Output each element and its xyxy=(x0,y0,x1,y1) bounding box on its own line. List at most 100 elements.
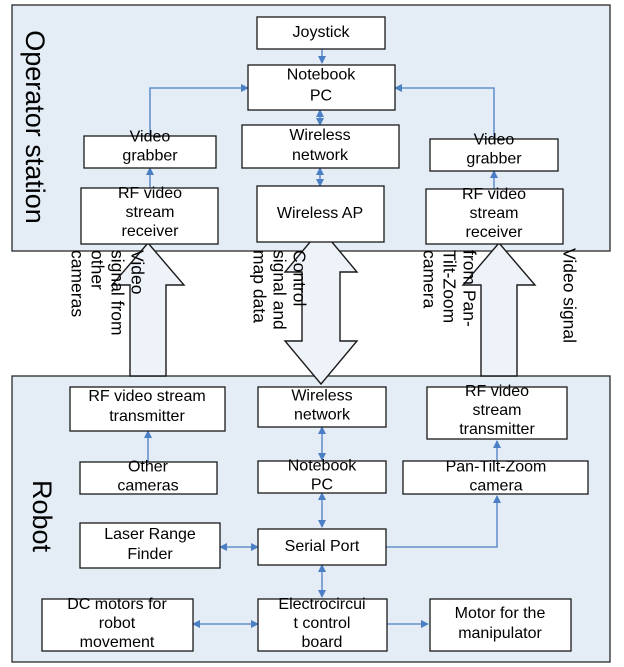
serial-port-label: Serial Port xyxy=(285,538,360,555)
robot-wireless-network-box xyxy=(257,386,387,428)
grabber-left-to-pc-arrow xyxy=(149,84,249,136)
label-line: Motor for the xyxy=(455,605,546,622)
wireless-ap-box xyxy=(256,185,385,243)
label-line: RF video xyxy=(118,185,182,202)
link-label-line: Control xyxy=(289,250,309,306)
control-board-label: Electrocircui t control board xyxy=(278,596,365,651)
dc-motors-box xyxy=(41,598,194,652)
label-line: Pan-Tilt-Zoom xyxy=(446,459,547,476)
label-line: PC xyxy=(310,88,332,105)
manipulator-motor-label: Motor for the manipulator xyxy=(455,605,546,642)
label-line: Notebook xyxy=(288,458,357,475)
serial-to-ptz-arrow xyxy=(386,495,501,548)
label-line: manipulator xyxy=(458,625,542,642)
link-label-right-outer: Video signal xyxy=(559,248,579,343)
other-cameras-box xyxy=(79,461,218,495)
other-cameras-label: Other cameras xyxy=(117,459,178,495)
label-line: network xyxy=(292,147,349,164)
video-grabber-right-label: Video grabber xyxy=(466,132,522,168)
video-uplink-right-arrow xyxy=(461,241,537,377)
label-line: Laser Range xyxy=(104,526,196,543)
control-link-double-arrow xyxy=(283,227,359,386)
grabber-right-to-pc-arrow xyxy=(394,84,495,139)
wireless-network-box xyxy=(241,124,400,169)
label-line: transmitter xyxy=(109,408,185,425)
link-label-line: Video signal xyxy=(559,248,579,343)
wireless-ap-label: Wireless AP xyxy=(277,205,363,222)
label-line: stream xyxy=(473,402,522,419)
video-uplink-left-arrow xyxy=(110,241,186,377)
rf-receiver-right-label: RF video stream receiver xyxy=(462,186,526,241)
label-line: receiver xyxy=(122,223,180,240)
rf-transmitter-right-box xyxy=(426,386,568,440)
label-line: grabber xyxy=(122,148,178,165)
link-label-line: map data xyxy=(249,250,269,323)
link-label-line: camera xyxy=(419,250,439,309)
laser-range-finder-box xyxy=(79,522,221,569)
rf-transmitter-right-label: RF video stream transmitter xyxy=(459,383,535,438)
label-line: Notebook xyxy=(287,67,356,84)
link-label-line: from Pan- xyxy=(459,250,479,327)
joystick-box xyxy=(256,16,386,50)
label-line: Wireless AP xyxy=(277,205,363,222)
label-line: Joystick xyxy=(293,24,351,41)
ptz-camera-box xyxy=(402,460,589,495)
robot-wireless-network-label: Wireless network xyxy=(291,388,352,424)
link-label-line: cameras xyxy=(67,250,87,317)
label-line: Video xyxy=(130,129,171,146)
label-line: Wireless xyxy=(291,388,352,405)
label-line: stream xyxy=(470,205,519,222)
label-line: Video xyxy=(474,132,515,149)
joystick-label: Joystick xyxy=(293,24,351,41)
label-line: robot xyxy=(99,615,136,632)
serial-port-box xyxy=(257,528,387,566)
video-grabber-right-box xyxy=(429,138,559,172)
label-line: PC xyxy=(311,477,333,494)
label-line: RF video stream xyxy=(88,388,205,405)
label-line: receiver xyxy=(466,224,524,241)
label-line: Electrocircui xyxy=(278,596,365,613)
robot-notebook-pc-box xyxy=(257,460,387,494)
rf-transmitter-left-box xyxy=(69,386,226,432)
link-label-line: signal from xyxy=(107,250,127,336)
notebook-pc-box xyxy=(247,64,396,111)
rf-transmitter-left-label: RF video stream transmitter xyxy=(88,388,205,425)
rf-receiver-left-label: RF video stream receiver xyxy=(118,185,182,240)
dc-motors-label: DC motors for robot movement xyxy=(67,596,167,651)
label-line: RF video xyxy=(462,186,526,203)
video-grabber-left-label: Video grabber xyxy=(122,129,178,165)
label-line: Other xyxy=(128,459,169,476)
control-board-box xyxy=(257,598,388,652)
label-line: network xyxy=(294,407,351,424)
label-line: RF video xyxy=(465,383,529,400)
robot-title: Robot xyxy=(27,480,57,553)
link-label-line: Video xyxy=(127,250,147,294)
rf-receiver-right-box xyxy=(425,188,564,245)
label-line: DC motors for xyxy=(67,596,167,613)
link-label-line: Tilt-Zoom xyxy=(439,250,459,323)
label-line: grabber xyxy=(466,151,522,168)
label-line: board xyxy=(302,634,343,651)
label-line: stream xyxy=(126,204,175,221)
label-line: Finder xyxy=(127,546,173,563)
rf-receiver-left-box xyxy=(80,187,219,245)
link-label-line: signal and xyxy=(269,250,289,330)
manipulator-motor-box xyxy=(429,598,572,652)
link-label-line: other xyxy=(87,250,107,290)
label-line: transmitter xyxy=(459,421,535,438)
label-line: Serial Port xyxy=(285,538,360,555)
video-grabber-left-box xyxy=(83,135,217,169)
label-line: t control xyxy=(294,615,351,632)
label-line: cameras xyxy=(117,478,178,495)
operator-station-title: Operator station xyxy=(20,30,50,224)
label-line: movement xyxy=(80,634,155,651)
